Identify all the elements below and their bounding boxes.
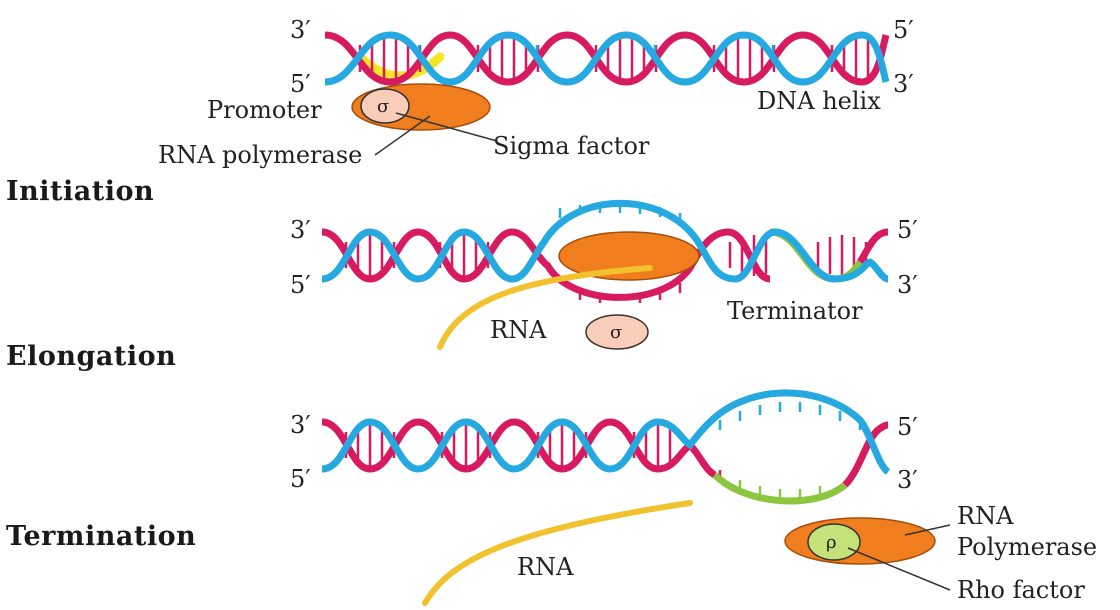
stage-termination: Termination: [6, 521, 196, 552]
rho-symbol: ρ: [826, 532, 837, 553]
elong-5prime-left: 5′: [290, 271, 311, 299]
term-5prime-left: 5′: [290, 465, 311, 493]
init-3prime-left: 3′: [290, 16, 311, 44]
dna-helix-label: DNA helix: [757, 87, 881, 115]
init-5prime-left: 5′: [290, 70, 311, 98]
elong-5prime-right: 5′: [897, 216, 918, 244]
term-5prime-right: 5′: [897, 413, 918, 441]
init-5prime-right: 5′: [893, 16, 914, 44]
rna-polymerase-label: RNA polymerase: [158, 141, 362, 169]
init-3prime-right: 3′: [893, 70, 914, 98]
elong-3prime-left: 3′: [290, 216, 311, 244]
sigma-factor-label: Sigma factor: [493, 132, 650, 160]
elongation-panel: σ 3′ 5′ 5′ 3′ RNA Terminator Elongation: [6, 203, 918, 372]
promoter-label: Promoter: [207, 96, 322, 124]
term-3prime-right: 3′: [897, 466, 918, 494]
bubble-rungs-3: [720, 402, 860, 499]
rna-label-termination: RNA: [517, 553, 574, 581]
rna-polymerase-label-2: Polymerase: [957, 533, 1097, 561]
sigma-symbol: σ: [377, 96, 389, 117]
terminator-label: Terminator: [727, 297, 863, 325]
term-3prime-left: 3′: [290, 411, 311, 439]
termination-panel: ρ 3′ 5′ 5′ 3′ RNA RNA Polymerase Rho fac…: [6, 393, 1097, 604]
dna-strand-red-2b: [860, 232, 888, 262]
rho-factor-label: Rho factor: [957, 576, 1085, 604]
initiation-panel: 3′ 5′ 5′ 3′ σ Promoter RNA polymerase Si…: [6, 16, 914, 207]
stage-initiation: Initiation: [6, 176, 154, 207]
elong-3prime-right: 3′: [897, 271, 918, 299]
rna-polymerase-label-1: RNA: [957, 502, 1014, 530]
rna-label-elongation: RNA: [490, 316, 547, 344]
stage-elongation: Elongation: [6, 341, 176, 372]
released-sigma-symbol: σ: [610, 322, 622, 343]
